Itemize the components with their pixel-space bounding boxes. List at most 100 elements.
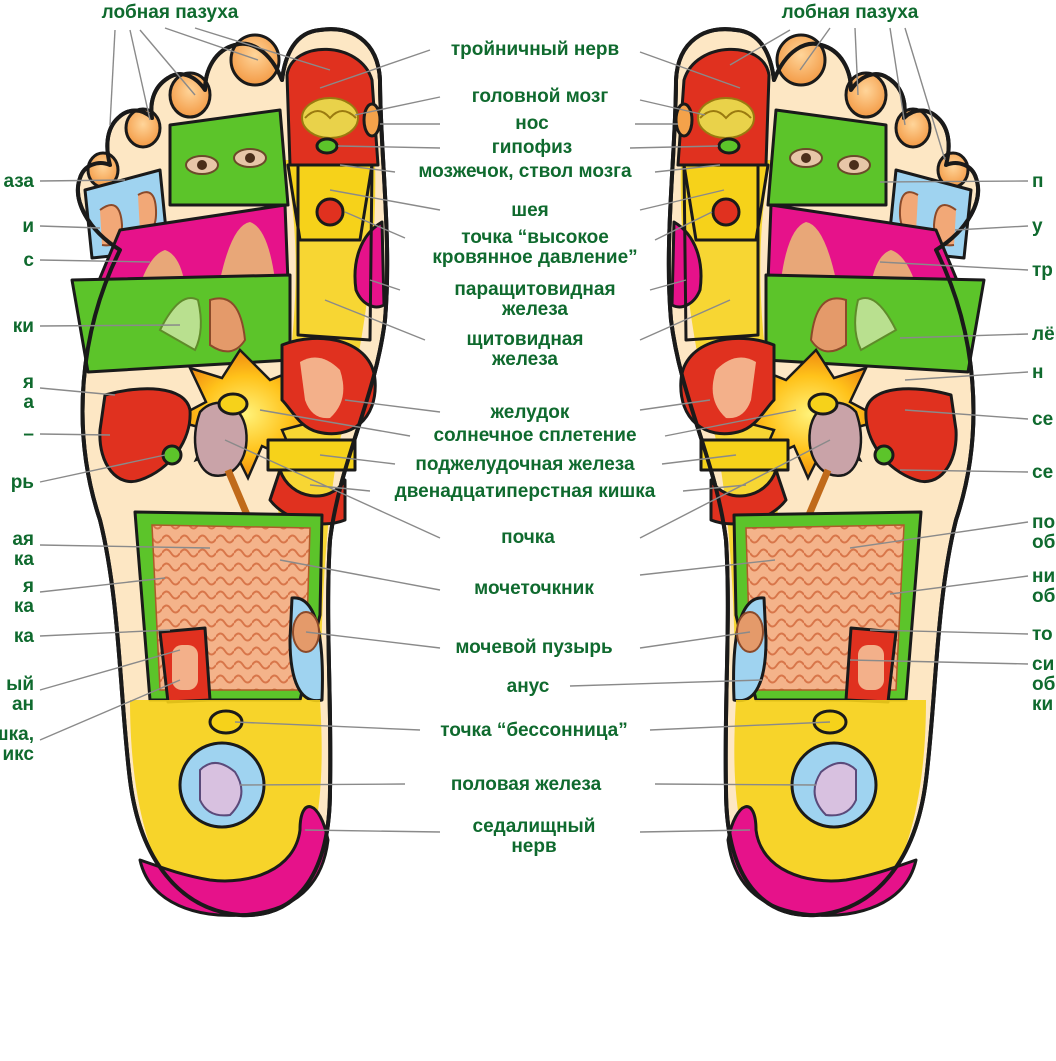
label-right-edge-r-trap: тр [1032, 260, 1053, 281]
leader-right-edge-5 [904, 409, 1029, 420]
leader-frontal-left-2 [139, 29, 196, 96]
label-frontal-sinus-left: лобная пазуха [102, 2, 239, 23]
leader-left-edge-4 [39, 387, 116, 396]
leader-left-edge-5 [39, 433, 111, 436]
label-cerebellum: мозжечок, ствол мозга [418, 161, 632, 182]
leader-frontal-right-0 [729, 29, 791, 66]
leader-duodenum-0 [309, 484, 371, 492]
leader-right-edge-9 [869, 629, 1029, 635]
leader-high-pressure-1 [654, 211, 713, 241]
label-insomnia: точка “бессонница” [440, 720, 627, 741]
leader-frontal-right-1 [799, 27, 831, 71]
leader-left-edge-2 [39, 259, 151, 263]
leader-thyroid-0 [324, 299, 426, 341]
leader-pituitary-0 [337, 145, 441, 149]
leader-solar-plexus-0 [259, 409, 411, 437]
leader-bladder-0 [305, 631, 441, 649]
label-right-edge-r-f: то [1032, 624, 1053, 645]
leader-left-edge-10 [39, 649, 181, 691]
label-right-edge-r-b: се [1032, 409, 1053, 430]
label-stomach: желудок [490, 402, 570, 423]
leader-sciatic-0 [304, 829, 441, 833]
label-duodenum: двенадцатиперстная кишка [395, 481, 656, 502]
label-gonad: половая железа [451, 774, 602, 795]
leader-frontal-left-0 [109, 29, 116, 126]
leader-frontal-right-2 [854, 27, 859, 96]
leader-pituitary-1 [629, 145, 719, 149]
leader-right-edge-1 [954, 225, 1029, 231]
leader-pancreas-0 [319, 454, 396, 465]
label-kidney: почка [501, 527, 555, 548]
leader-cerebellum-1 [654, 164, 721, 173]
leader-kidney-0 [224, 439, 441, 539]
leader-ureter-1 [639, 559, 776, 576]
leader-kidney-1 [639, 439, 831, 539]
label-left-edge-l-h: шка,икс [0, 724, 34, 765]
label-left-edge-l-lung: ки [13, 316, 34, 337]
label-trigeminal: тройничный нерв [451, 39, 619, 60]
label-anus: анус [507, 676, 550, 697]
leader-thyroid-1 [639, 299, 731, 341]
leader-neck-1 [639, 189, 725, 211]
leader-duodenum-1 [682, 484, 747, 492]
leader-right-edge-4 [904, 371, 1029, 381]
leader-left-edge-9 [39, 629, 171, 637]
leader-stomach-1 [639, 399, 711, 411]
leader-right-edge-3 [899, 333, 1029, 339]
label-left-edge-l-eye: аза [3, 171, 34, 192]
leader-cerebellum-0 [339, 164, 396, 173]
label-left-edge-l-ear: и [22, 216, 34, 237]
leader-brain-0 [354, 96, 441, 116]
leader-frontal-left-1 [129, 29, 151, 121]
leader-left-edge-1 [39, 225, 101, 229]
leader-frontal-left-3 [164, 27, 259, 61]
leader-sciatic-1 [639, 829, 751, 833]
label-right-edge-r-lung: лёгк [1032, 324, 1056, 345]
leader-frontal-left-4 [194, 27, 331, 71]
leader-frontal-right-3 [889, 27, 906, 126]
labels: тройничный нерв головной мозг нос гипофиз мо… [0, 2, 1056, 857]
leader-high-pressure-0 [344, 211, 406, 239]
leader-brain-1 [639, 99, 706, 116]
leader-trigeminal-1 [639, 51, 741, 89]
leader-left-edge-6 [39, 454, 166, 483]
label-left-edge-l-f: ка [14, 626, 35, 647]
leader-right-edge-7 [849, 521, 1029, 549]
leader-solar-plexus-1 [664, 409, 797, 437]
leader-bladder-1 [639, 631, 751, 649]
label-left-edge-l-trap: с [23, 250, 34, 271]
label-right-edge-r-c: се [1032, 462, 1053, 483]
label-frontal-sinus-right: лобная пазуха [782, 2, 919, 23]
leader-stomach-0 [344, 399, 441, 413]
leader-ureter-0 [279, 559, 441, 591]
leader-insomnia-1 [649, 721, 831, 731]
left-foot [72, 29, 387, 915]
leader-lines [39, 27, 1029, 833]
label-nose: нос [515, 113, 549, 134]
label-left-edge-l-c: рь [11, 472, 34, 493]
label-neck: шея [511, 200, 549, 221]
leader-right-edge-0 [879, 180, 1029, 183]
right-foot [669, 29, 984, 915]
label-pituitary: гипофиз [492, 137, 572, 158]
label-pancreas: поджелудочная железа [415, 454, 635, 475]
label-brain: головной мозг [472, 86, 609, 107]
leader-trigeminal-0 [319, 49, 431, 89]
leader-insomnia-0 [234, 721, 421, 731]
leader-parathyroid-0 [369, 279, 401, 291]
label-right-edge-r-ear: у [1032, 216, 1043, 237]
leader-left-edge-8 [39, 577, 166, 593]
label-left-edge-l-b: – [23, 424, 34, 445]
label-ureter: мочеточкник [474, 578, 594, 599]
leader-anus-0 [569, 679, 763, 687]
